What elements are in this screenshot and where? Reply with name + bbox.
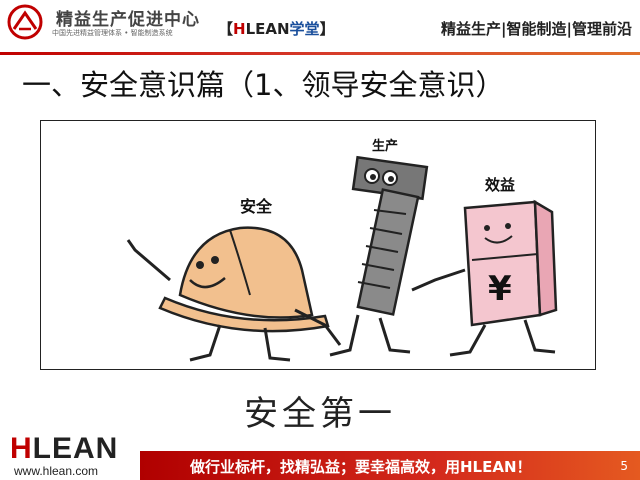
brand-lean: LEAN	[245, 20, 290, 38]
yen-symbol: ¥	[488, 269, 512, 309]
footer-logo-lean: LEAN	[32, 432, 119, 465]
footer-logo-h: H	[10, 432, 33, 465]
brand-bracket-open: 【	[218, 20, 234, 38]
header-tagline: 精益生产|智能制造|管理前沿	[441, 20, 632, 38]
money-character: ¥	[411, 199, 558, 357]
footer-bar	[140, 451, 640, 480]
label-benefit: 效益	[485, 176, 515, 194]
label-safety: 安全	[240, 197, 273, 216]
cartoon-illustration: 安全 生产 ¥ 效益	[40, 120, 596, 370]
header-divider	[0, 52, 640, 55]
hardhat-character	[126, 226, 342, 362]
bolt-character	[329, 155, 429, 357]
slide-caption: 安全第一	[244, 394, 396, 434]
org-subtitle: 中国先进精益管理体系 • 智能制造系统	[52, 29, 173, 37]
page-number: 5	[620, 459, 628, 473]
logo-icon	[7, 4, 43, 40]
footer-slogan: 做行业标杆，找精弘益；要幸福高效，用HLEAN！	[190, 458, 532, 476]
header: 精益生产促进中心 中国先进精益管理体系 • 智能制造系统 【HLEAN学堂】 精…	[0, 0, 640, 56]
slide-title: 一、安全意识篇（1、领导安全意识）	[22, 68, 505, 102]
label-production: 生产	[372, 138, 398, 154]
footer-url: www.hlean.com	[14, 464, 99, 478]
brand-bracket-close: 】	[319, 20, 335, 38]
brand-h: H	[233, 20, 246, 38]
brand-tag: 【HLEAN学堂】	[218, 18, 335, 39]
org-name: 精益生产促进中心	[56, 10, 200, 30]
brand-xuetang: 学堂	[289, 20, 320, 38]
footer-logo: HLEAN	[10, 432, 118, 466]
